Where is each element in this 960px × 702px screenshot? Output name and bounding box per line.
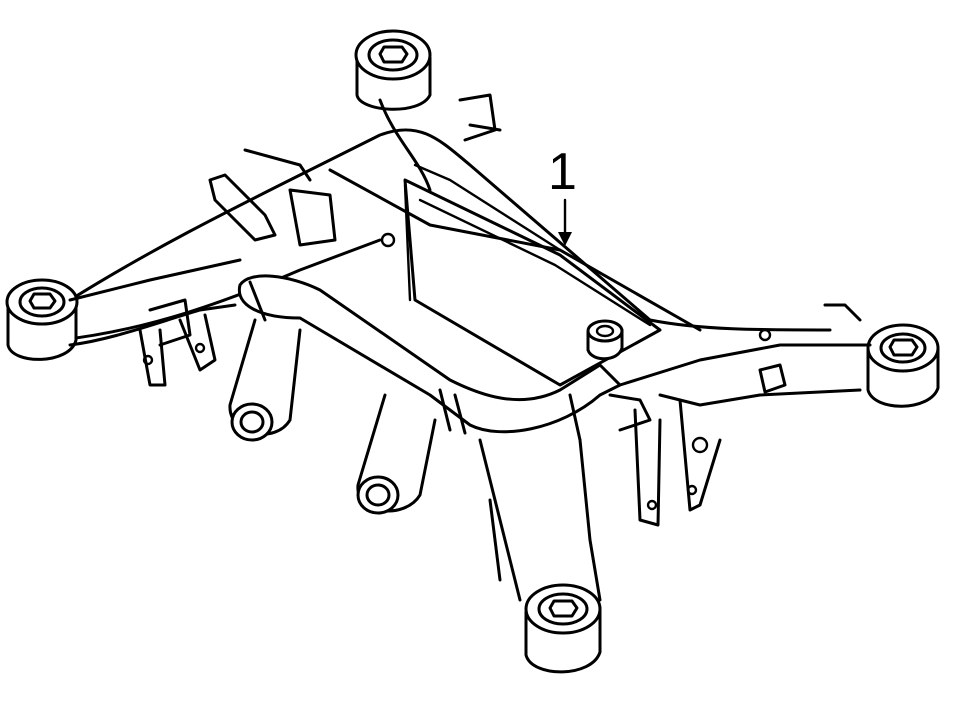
center-bushing bbox=[586, 319, 624, 361]
rear-rail bbox=[58, 128, 832, 342]
right-brackets bbox=[608, 393, 722, 527]
front-bracket-left bbox=[228, 318, 302, 442]
right-arm bbox=[618, 303, 872, 407]
front-right-arm bbox=[478, 438, 602, 602]
mount-left bbox=[5, 278, 79, 361]
callout-number-label: 1 bbox=[548, 143, 577, 201]
front-bracket-middle bbox=[356, 393, 437, 515]
callout-arrowhead bbox=[558, 232, 572, 246]
rear-brackets bbox=[208, 93, 502, 247]
mount-rear-top bbox=[354, 29, 432, 192]
mount-front-bottom bbox=[524, 583, 602, 674]
front-cross-tube bbox=[237, 274, 622, 442]
left-arm bbox=[68, 258, 242, 387]
mount-right bbox=[866, 323, 940, 408]
callout-leader bbox=[558, 198, 572, 246]
